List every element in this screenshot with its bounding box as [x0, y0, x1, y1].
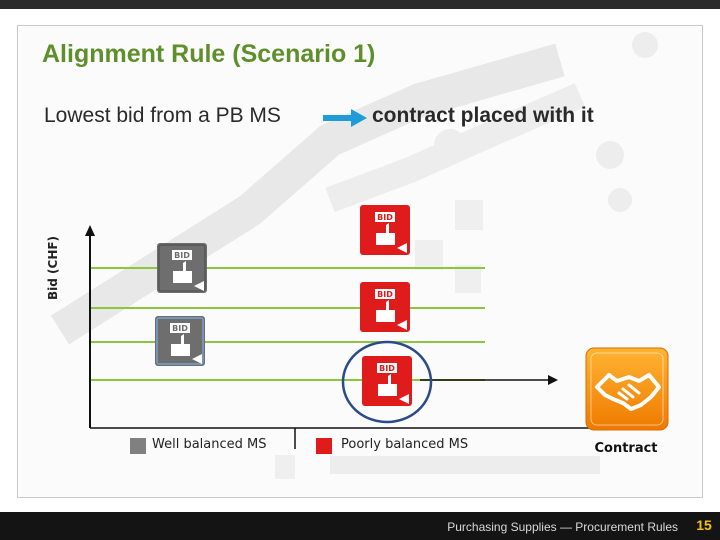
contract-arrow-head — [548, 375, 558, 385]
right-arrow-icon — [323, 109, 367, 127]
subtitle-outcome: contract placed with it — [372, 104, 594, 127]
bid-card-poorly-balanced-lowest: BID — [362, 356, 412, 406]
bid-card-poorly-balanced: BID — [360, 205, 410, 255]
bid-card-label: BID — [377, 290, 393, 299]
y-axis-arrowhead — [85, 225, 95, 236]
page-number: 15 — [696, 517, 712, 533]
legend-swatch-poorly-balanced — [316, 438, 332, 454]
legend-label-poorly-balanced: Poorly balanced MS — [341, 437, 469, 452]
contract-label: Contract — [594, 441, 658, 456]
bid-card-label: BID — [377, 213, 393, 222]
bid-card-label: BID — [172, 324, 188, 333]
bid-card-label: BID — [174, 251, 190, 260]
legend-label-well-balanced: Well balanced MS — [152, 437, 267, 452]
bid-card-well-balanced: BID — [157, 243, 207, 293]
footer-text: Purchasing Supplies — Procurement Rules — [447, 520, 678, 534]
bid-card-well-balanced: BID — [155, 316, 205, 366]
legend-swatch-well-balanced — [130, 438, 146, 454]
subtitle-condition: Lowest bid from a PB MS — [44, 104, 281, 127]
bid-card-label: BID — [379, 364, 395, 373]
highlight-circle — [341, 340, 433, 424]
slide-title: Alignment Rule (Scenario 1) — [42, 40, 376, 68]
handshake-icon — [585, 347, 669, 431]
top-bar — [0, 0, 720, 9]
bid-card-poorly-balanced: BID — [360, 282, 410, 332]
footer-bar — [0, 512, 720, 540]
